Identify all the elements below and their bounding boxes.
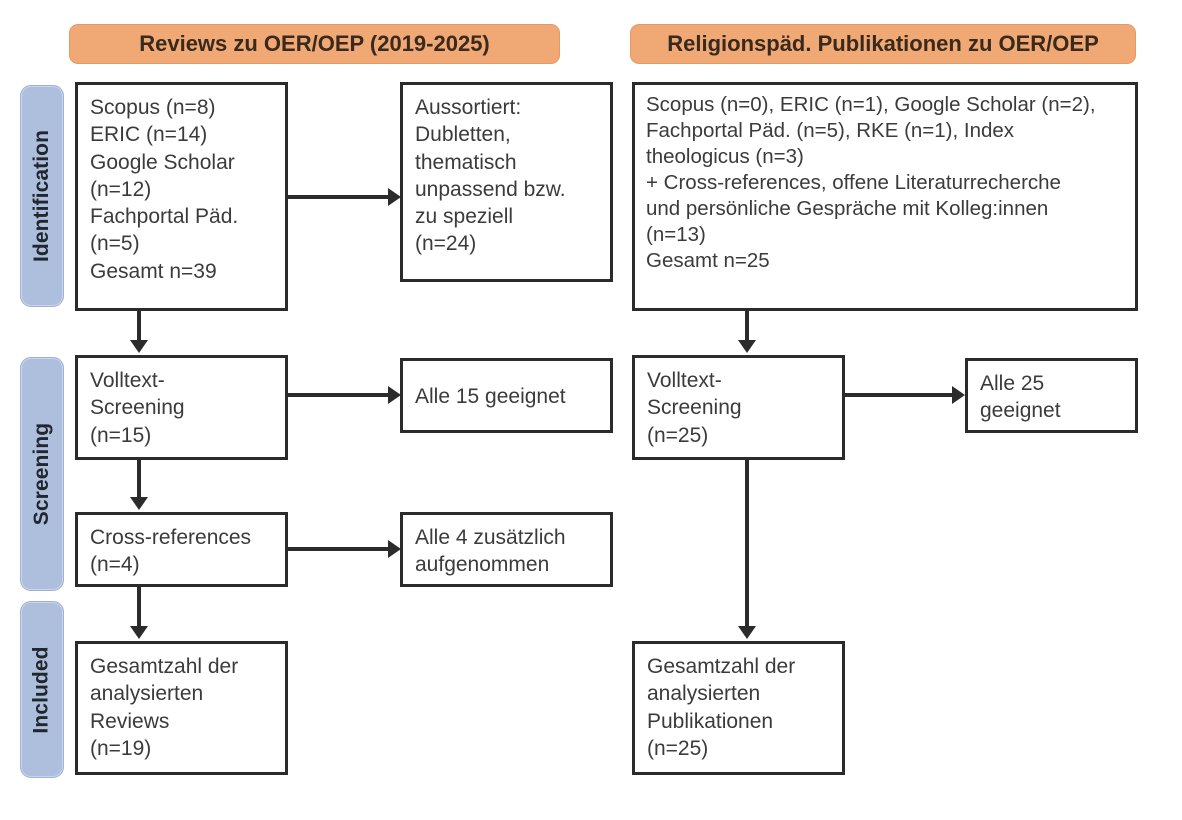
phase-bar-included: Included — [20, 601, 64, 778]
phase-label-included: Included — [30, 645, 54, 734]
arrowhead-left-screening-to-crossrefs — [130, 497, 148, 510]
box-right-identification-sources: Scopus (n=0), ERIC (n=1), Google Scholar… — [632, 82, 1138, 311]
phase-bar-identification: Identification — [20, 85, 64, 307]
arrowhead-right-screening-to-eligible — [952, 386, 965, 404]
arrowhead-left-sources-to-excluded — [388, 188, 401, 206]
box-left-included-total: Gesamtzahl der analysierten Reviews (n=1… — [75, 641, 288, 775]
arrowhead-left-screening-to-eligible — [388, 386, 401, 404]
connector-left-sources-to-excluded — [288, 195, 388, 199]
arrowhead-right-screening-to-included — [738, 626, 756, 639]
arrowhead-left-sources-to-screening — [130, 340, 148, 353]
connector-right-screening-to-included — [745, 460, 749, 628]
connector-right-screening-to-eligible — [845, 393, 953, 397]
arrowhead-left-crossrefs-to-included — [130, 626, 148, 639]
box-right-included-total: Gesamtzahl der analysierten Publikatione… — [632, 641, 845, 775]
box-right-all-eligible: Alle 25 geeignet — [965, 358, 1138, 433]
connector-left-screening-to-crossrefs — [137, 460, 141, 500]
box-left-cross-references: Cross-references (n=4) — [75, 512, 288, 587]
connector-left-screening-to-eligible — [288, 393, 388, 397]
column-header-right: Religionspäd. Publikationen zu OER/OEP — [630, 24, 1136, 64]
phase-bar-screening: Screening — [20, 357, 64, 591]
connector-left-crossrefs-to-added — [288, 547, 388, 551]
box-right-fulltext-screening: Volltext- Screening (n=25) — [632, 355, 845, 460]
arrowhead-right-sources-to-screening — [738, 340, 756, 353]
connector-left-sources-to-screening — [137, 311, 141, 343]
box-left-excluded: Aussortiert: Dubletten, thematisch unpas… — [400, 82, 613, 282]
phase-label-identification: Identification — [30, 129, 54, 263]
box-left-all-eligible: Alle 15 geeignet — [400, 358, 613, 433]
arrowhead-left-crossrefs-to-added — [388, 540, 401, 558]
column-header-left: Reviews zu OER/OEP (2019-2025) — [69, 24, 560, 64]
connector-right-sources-to-screening — [745, 311, 749, 343]
connector-left-crossrefs-to-included — [137, 587, 141, 629]
box-left-all-added: Alle 4 zusätzlich aufgenommen — [400, 512, 613, 587]
box-left-identification-sources: Scopus (n=8) ERIC (n=14) Google Scholar … — [75, 82, 288, 311]
box-left-fulltext-screening: Volltext- Screening (n=15) — [75, 355, 288, 460]
phase-label-screening: Screening — [30, 422, 53, 526]
